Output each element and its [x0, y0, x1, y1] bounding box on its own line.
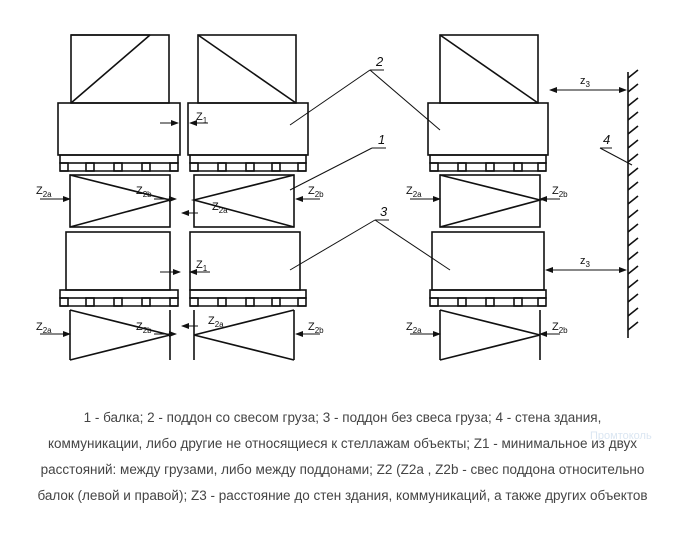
rack-layout-diagram: 2 1 3 4 Z1 Z1 Z2a Z2b Z2a Z2b Z2a Z2b Z2…	[36, 34, 639, 361]
dim-z2a: Z2a	[212, 201, 228, 215]
caption-line: коммуникации, либо другие не относящиеся…	[47, 436, 637, 451]
dim-z2a: Z2a	[406, 321, 422, 335]
dim-z2b: Z2b	[308, 185, 324, 199]
callout-2: 2	[375, 54, 384, 69]
dim-z1-lower: Z1	[196, 259, 208, 273]
dim-z2b: Z2b	[308, 321, 324, 335]
dim-z2b: Z2b	[552, 321, 568, 335]
caption-line: балок (левой и правой); Z3 - расстояние …	[37, 488, 648, 503]
watermark: Промтоколь	[590, 430, 652, 442]
dim-z2a: Z2a	[36, 321, 52, 335]
callout-1: 1	[378, 132, 385, 147]
dim-z2a: Z2a	[208, 315, 224, 329]
caption-line: расстояний: между грузами, либо между по…	[40, 462, 645, 477]
dim-z2b: Z2b	[552, 185, 568, 199]
figure-caption: 1 - балка; 2 - поддон со свесом груза; 3…	[8, 405, 677, 509]
dim-z3-upper: z3	[580, 75, 591, 89]
pallet-load-no-overhang	[65, 231, 171, 291]
rack-column-a	[57, 34, 181, 361]
dim-z2b: Z2b	[136, 185, 152, 199]
pallet-load-overhang	[57, 102, 181, 156]
building-wall	[627, 69, 639, 338]
rack-column-c	[427, 34, 549, 361]
dim-z2b: Z2b	[136, 321, 152, 335]
dim-z3-lower: z3	[580, 255, 591, 269]
callout-4: 4	[603, 132, 610, 147]
dim-z1-upper: Z1	[196, 111, 208, 125]
dim-z2a: Z2a	[406, 185, 422, 199]
dim-z2a: Z2a	[36, 185, 52, 199]
callout-3: 3	[380, 204, 388, 219]
caption-line: 1 - балка; 2 - поддон со свесом груза; 3…	[83, 410, 602, 425]
rack-column-b	[187, 34, 309, 361]
